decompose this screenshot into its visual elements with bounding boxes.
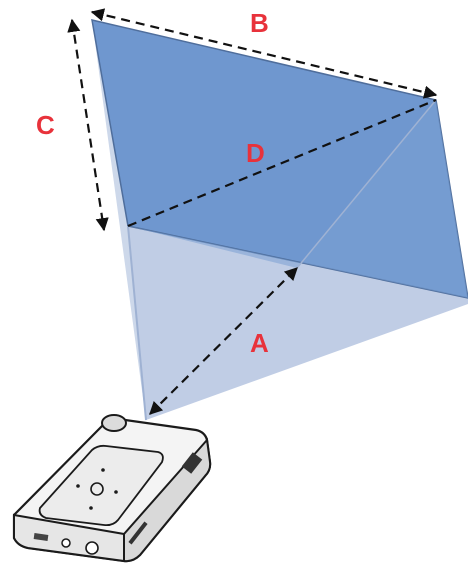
label-d: D: [246, 138, 265, 168]
control-dot-down: [89, 506, 93, 510]
label-b: B: [250, 8, 269, 38]
side-slot: [128, 521, 148, 545]
dimension-arrow-a: [149, 267, 298, 415]
usb-port: [33, 533, 49, 541]
dimension-arrow-d: [127, 98, 437, 228]
projector-device: [12, 414, 212, 563]
beam-edge-right: [296, 99, 437, 269]
audio-jack: [61, 538, 71, 548]
control-dot-left: [76, 484, 80, 488]
control-button-center: [90, 482, 104, 496]
control-dot-up: [101, 468, 105, 472]
control-dot-right: [114, 490, 118, 494]
side-vent: [181, 452, 203, 474]
screen-lower-shade: [128, 100, 468, 298]
power-jack: [85, 541, 99, 555]
dimension-arrow-c: [67, 18, 109, 232]
beam-edge-left: [127, 225, 147, 421]
label-c: C: [36, 110, 55, 140]
label-a: A: [250, 328, 269, 358]
projector-lens: [101, 414, 127, 432]
